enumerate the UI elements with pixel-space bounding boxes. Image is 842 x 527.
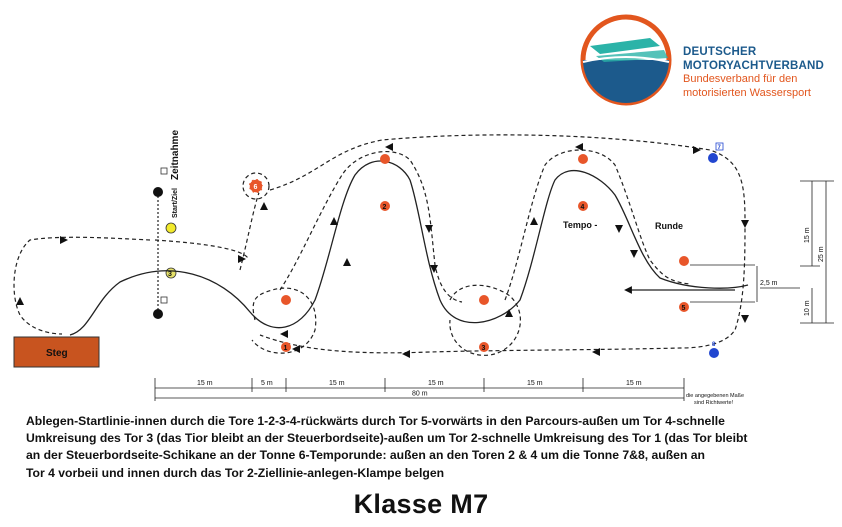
- logo-line-3: Bundesverband für den: [683, 73, 798, 85]
- dim-v-10m: 10 m: [804, 300, 811, 316]
- steg-dock: [13, 336, 100, 368]
- dim-15m-5: 15 m: [626, 380, 642, 387]
- tempo-label: Tempo -: [563, 220, 597, 230]
- dim-15m-2: 15 m: [329, 380, 345, 387]
- dim-15m-4: 15 m: [527, 380, 543, 387]
- logo-line-2: MOTORYACHTVERBAND: [683, 60, 824, 72]
- gate-5: 5: [679, 256, 755, 312]
- logo-text: DEUTSCHER MOTORYACHTVERBAND Bundesverban…: [683, 45, 841, 100]
- buoy-8-label: 8: [712, 342, 716, 348]
- gate-2: 2: [380, 154, 390, 211]
- startziel-label: Start/Ziel: [172, 188, 179, 218]
- buoy-6: 6: [248, 178, 264, 194]
- gate-4: 4: [578, 154, 588, 211]
- gate-label-3: 3: [482, 345, 486, 352]
- zeitnahme-label: Zeitnahme: [170, 130, 181, 180]
- gate-3: 3: [479, 295, 489, 352]
- description-line-4: Tor 4 vorbeii und innen durch das Tor 2-…: [26, 465, 445, 480]
- vertical-dimension-lines: [756, 180, 834, 324]
- dim-15m-3: 15 m: [428, 380, 444, 387]
- flag-top: [160, 167, 168, 175]
- buoy-7-label: 7: [718, 145, 722, 151]
- runde-label: Runde: [655, 221, 683, 231]
- gate-label-5: 5: [682, 305, 686, 312]
- note-line-1: die angegebenen Maße: [686, 393, 744, 399]
- logo-line-1: DEUTSCHER: [683, 46, 757, 58]
- description-line-1: Ablegen-Startlinie-innen durch die Tore …: [26, 414, 725, 428]
- course-description: Ablegen-Startlinie-innen durch die Tore …: [26, 413, 841, 482]
- gate-label-2: 2: [383, 204, 387, 211]
- note-line-2: sind Richtwerte!: [694, 400, 734, 406]
- buoy-8: 8: [709, 342, 719, 358]
- dimension-lines: [154, 378, 685, 401]
- dim-v-25m: 25 m: [818, 246, 825, 262]
- start-marker-bottom: [153, 309, 163, 319]
- logo-line-4: motorisierten Wassersport: [683, 86, 811, 99]
- yellow-buoy: [165, 222, 177, 234]
- gate-1: 1: [281, 295, 291, 352]
- dim-80m: 80 m: [412, 391, 428, 398]
- dmyv-logo-icon: [580, 14, 672, 106]
- description-line-2: Umkreisung des Tor 3 (das Tior bleibt an…: [26, 431, 748, 446]
- start-marker-top: [153, 187, 163, 197]
- description-line-3: an der Steuerbordseite-Schikane an der T…: [26, 448, 706, 463]
- steg-label: Steg: [46, 348, 68, 359]
- buoy-6-label: 6: [254, 184, 258, 191]
- dim-v-15m: 15 m: [804, 227, 811, 243]
- gate-label-1: 1: [284, 345, 288, 352]
- center-buoy-label: 3: [168, 271, 172, 278]
- page-title: Klasse M7: [353, 489, 489, 519]
- dim-15m-1: 15 m: [197, 380, 213, 387]
- gate-label-4: 4: [581, 204, 585, 211]
- dim-v-2-5m: 2,5 m: [760, 280, 778, 287]
- course-path-solid: [69, 160, 749, 336]
- direction-arrows: [16, 143, 749, 358]
- dashed-paths: [13, 134, 746, 356]
- buoy-7: 7: [708, 142, 724, 163]
- dim-5m: 5 m: [261, 380, 273, 387]
- flag-bottom: [160, 296, 168, 304]
